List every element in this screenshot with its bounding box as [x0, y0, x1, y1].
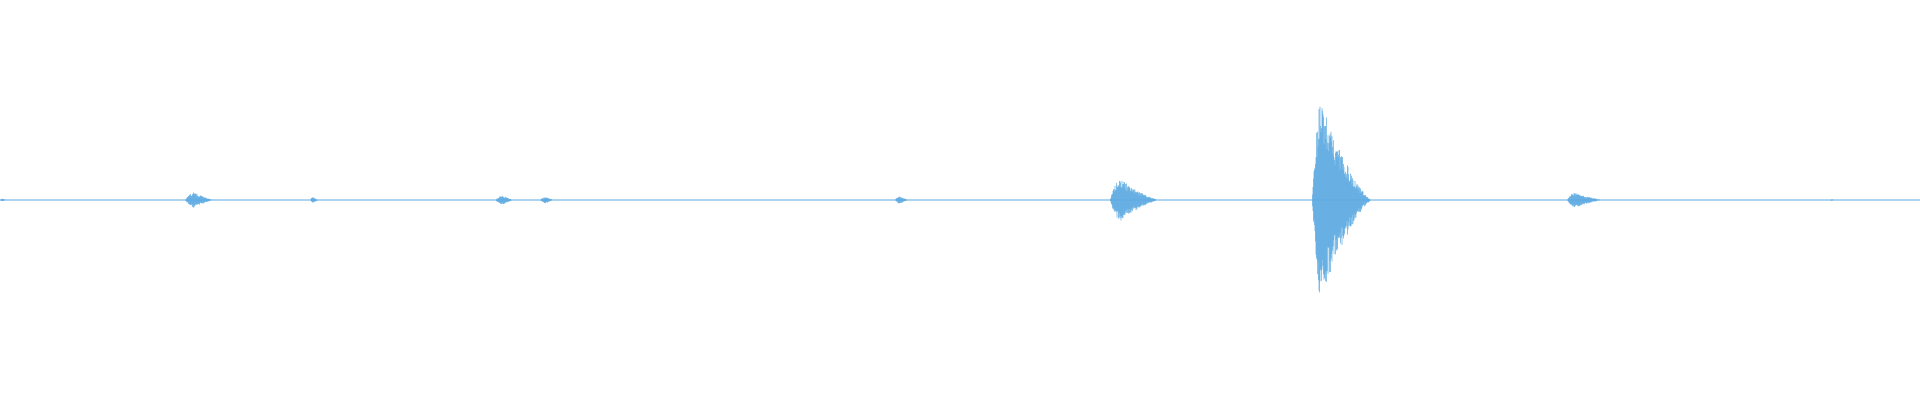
- waveform-bars: [0, 106, 1920, 293]
